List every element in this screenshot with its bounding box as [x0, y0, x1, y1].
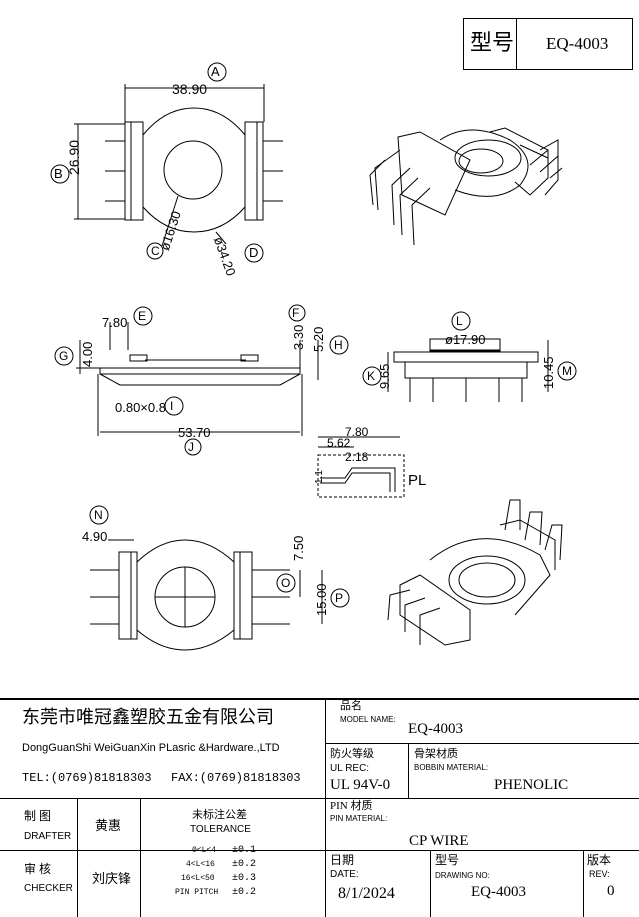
checker-cn: 审 核: [24, 862, 52, 876]
tol-val-0: ±0.1: [232, 845, 257, 856]
iso-view-top: [369, 127, 563, 246]
bobbin-material-value: PHENOLIC: [494, 777, 569, 793]
tolerance-cn: 未标注公差: [192, 809, 247, 821]
pin-detail-view: [317, 436, 405, 498]
dim-b-value: 26.90: [66, 139, 82, 175]
dim-h-label: H: [334, 338, 343, 352]
date-cn: 日期: [330, 853, 355, 867]
pin-material-value: CP WIRE: [409, 833, 469, 849]
drafter-name: 黄惠: [95, 818, 122, 833]
company-name-cn: 东莞市唯冠鑫塑胶五金有限公司: [22, 707, 274, 727]
fire-rating-cn: 防火等级: [330, 748, 374, 760]
pin-b-value: 2.18: [345, 450, 369, 464]
tol-range-2: 16<L<50: [181, 874, 215, 883]
rev-cn: 版本: [587, 853, 612, 867]
header-model-value: EQ-4003: [546, 34, 609, 53]
company-tel: TEL:(0769)81818303: [22, 771, 152, 785]
rev-value: 0: [607, 883, 615, 899]
pin-a-value: 5.62: [327, 436, 351, 450]
company-fax: FAX:(0769)81818303: [171, 771, 301, 785]
fire-rating-en: UL REC:: [330, 763, 370, 774]
technical-drawing: [50, 62, 577, 651]
tol-range-1: 4<L<16: [186, 860, 215, 869]
drafter-en: DRAFTER: [24, 831, 72, 842]
drawing-no-cn: 型号: [435, 853, 460, 867]
pin-pl-label: PL: [408, 472, 427, 489]
dim-a-label: A: [211, 64, 220, 79]
dim-m-label: M: [562, 364, 572, 378]
model-name-en: MODEL NAME:: [340, 715, 396, 724]
header-model-label: 型号: [470, 30, 515, 55]
date-value: 8/1/2024: [338, 885, 395, 902]
pin-material-en: PIN MATERIAL:: [330, 814, 388, 823]
model-name-value: EQ-4003: [408, 721, 463, 737]
front-view: [362, 311, 577, 402]
tol-range-3: PIN PITCH: [175, 888, 219, 897]
dim-k-value: 9.65: [377, 363, 392, 389]
drawing-no-en: DRAWING NO:: [435, 871, 490, 880]
dim-e-value: 7.80: [102, 315, 128, 330]
dim-j-value: 53.70: [178, 425, 211, 440]
bottom-view: [89, 505, 350, 651]
tol-val-2: ±0.3: [232, 873, 257, 884]
checker-en: CHECKER: [24, 883, 73, 894]
dim-b-label: B: [54, 166, 63, 181]
dim-c-label: C: [151, 244, 160, 258]
iso-view-bottom: [387, 499, 563, 646]
drawing-no-value: EQ-4003: [471, 884, 526, 900]
pin-width-value: 7.80: [345, 425, 369, 439]
company-name-en: DongGuanShi WeiGuanXin PLasric &Hardware…: [22, 742, 280, 754]
dim-f-label: F: [292, 306, 300, 320]
dim-k-label: K: [367, 369, 376, 383]
top-view: [50, 62, 283, 263]
pin-material-cn: PIN 材质: [330, 800, 373, 812]
fire-rating-value: UL 94V-0: [330, 777, 391, 793]
dim-a-value: 38.90: [172, 81, 208, 97]
tolerance-en: TOLERANCE: [190, 824, 251, 835]
dim-g-value: 4.00: [80, 341, 95, 367]
pin-c-value: 1.1: [314, 470, 325, 484]
header-box: 型号 EQ-4003: [463, 18, 633, 70]
dim-e-label: E: [138, 309, 147, 323]
rev-en: REV:: [589, 869, 610, 879]
bobbin-material-en: BOBBIN MATERIAL:: [414, 763, 489, 772]
dim-p-label: P: [335, 591, 344, 605]
dim-p-value: 15.00: [314, 583, 329, 616]
tol-range-0: 0<L<4: [192, 846, 217, 855]
checker-name: 刘庆锋: [92, 871, 132, 886]
tol-val-3: ±0.2: [232, 887, 257, 898]
bobbin-material-cn: 骨架材质: [414, 748, 458, 760]
model-name-cn: 品名: [340, 700, 362, 712]
dim-l-value: ø17.90: [445, 332, 486, 347]
dim-f-value: 3.30: [291, 324, 306, 350]
dim-i-value: 0.80×0.8: [115, 400, 166, 415]
title-block: 东莞市唯冠鑫塑胶五金有限公司 DongGuanShi WeiGuanXin PL…: [0, 698, 639, 917]
dim-n-value: 4.90: [82, 529, 108, 544]
tol-val-1: ±0.2: [232, 859, 257, 870]
drafter-cn: 制 图: [24, 809, 52, 823]
date-en: DATE:: [330, 869, 359, 880]
dim-g-label: G: [59, 349, 69, 363]
dim-n-label: N: [94, 508, 103, 522]
dim-d-label: D: [249, 245, 259, 260]
dim-o-value: 7.50: [291, 535, 306, 561]
dim-h-value: 5.20: [311, 326, 326, 352]
dim-m-value: 10.45: [541, 356, 556, 389]
dim-l-label: L: [456, 314, 463, 328]
dim-i-label: I: [170, 399, 174, 413]
dim-j-label: J: [188, 440, 194, 454]
side-view: [54, 304, 349, 456]
dim-o-label: O: [281, 576, 291, 590]
